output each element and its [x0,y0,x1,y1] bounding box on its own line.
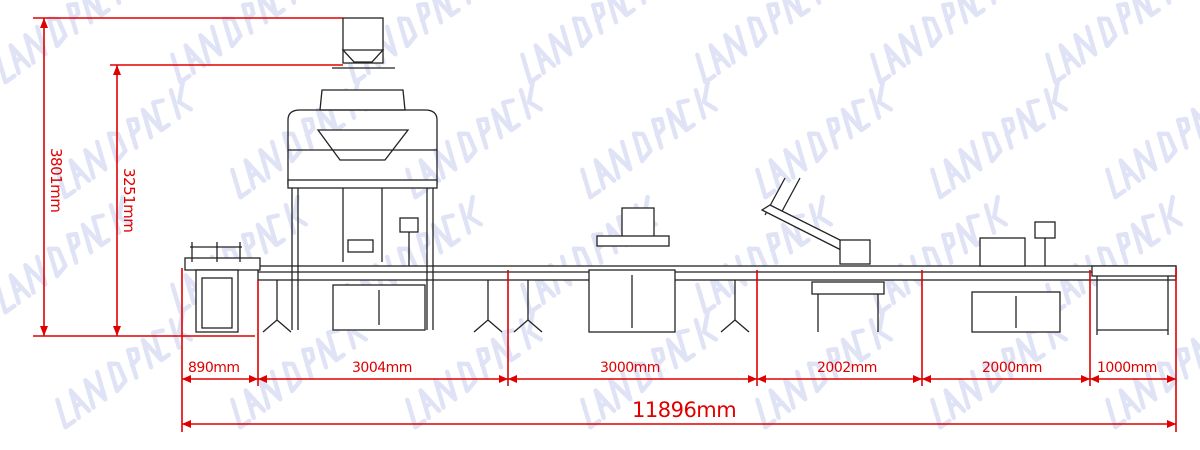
capping-machine [588,207,676,333]
watermark-logo [695,194,834,315]
watermark-logo [1105,79,1200,200]
arrowhead [1167,375,1176,383]
segment-length-1: 890mm [188,360,240,376]
segment-length-4: 2002mm [817,360,877,376]
weigher-height-label: 3251mm [120,168,138,233]
arrowhead [1081,375,1090,383]
watermark-logo [870,0,1009,85]
watermark-logo [695,0,834,85]
arrowhead [508,375,517,383]
arrowhead [757,375,766,383]
conveyor-stands [262,280,750,333]
watermark-logo [55,79,194,200]
watermark-logo [0,0,134,85]
watermark-logo [0,194,134,315]
arrowhead [1090,375,1099,383]
arrowhead [182,375,191,383]
arrowhead [748,375,757,383]
arrowhead [258,375,267,383]
watermark-logo [930,79,1069,200]
watermark-logo [520,0,659,85]
labeling-machine-2 [971,221,1061,333]
segment-length-3: 3000mm [600,360,660,376]
watermark-logo [170,194,309,315]
filling-machine [332,217,426,331]
arrowhead [1167,420,1176,428]
watermark-logo [170,0,309,85]
watermark-logo [755,79,894,200]
arrowhead [249,375,258,383]
arrowhead [913,375,922,383]
overall-height-label: 3801mm [47,148,65,213]
arrowhead [499,375,508,383]
total-length-label: 11896mm [632,398,737,422]
dimension-lines [33,17,1177,432]
labeling-machine-1 [760,177,885,332]
watermark-layer [0,0,1200,430]
bottle-unscrambler [184,242,261,333]
watermark-logo [1045,0,1184,85]
watermark-logo [1045,194,1184,315]
segment-length-6: 1000mm [1097,360,1157,376]
watermark-logo [55,309,194,430]
conveyor [257,265,1177,281]
watermark-logo [580,79,719,200]
collecting-table [1091,265,1177,335]
arrowhead [922,375,931,383]
arrowhead [182,420,191,428]
segment-length-2: 3004mm [352,360,412,376]
multihead-weigher [287,17,438,330]
segment-length-5: 2000mm [982,360,1042,376]
